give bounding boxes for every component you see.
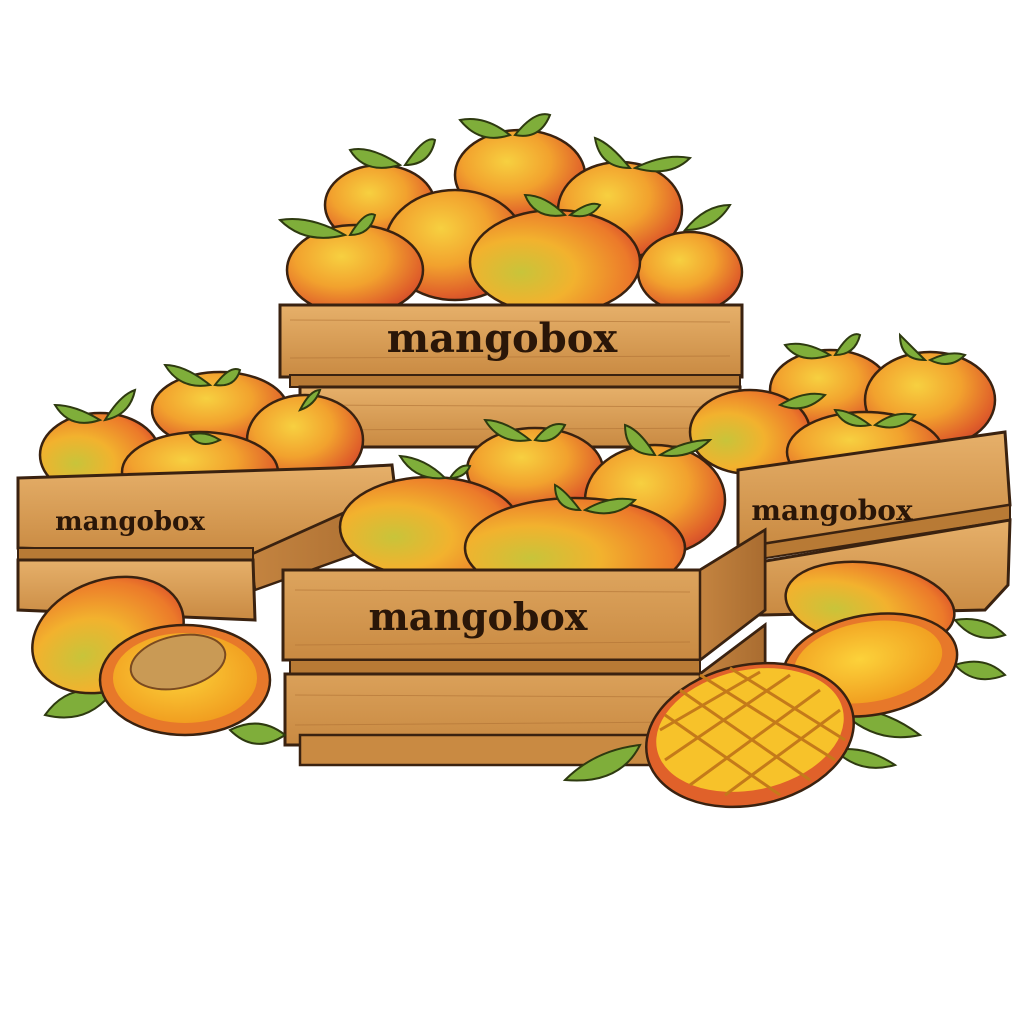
loose-mangoes-left (31, 575, 287, 745)
crate-label: mangobox (55, 507, 205, 537)
loose-mangoes-right (562, 560, 1007, 809)
crate-label: mangobox (387, 315, 619, 362)
crate-label: mangobox (751, 494, 913, 527)
crate-label: mangobox (369, 594, 588, 639)
crate-top-center: mangobox (277, 113, 744, 449)
